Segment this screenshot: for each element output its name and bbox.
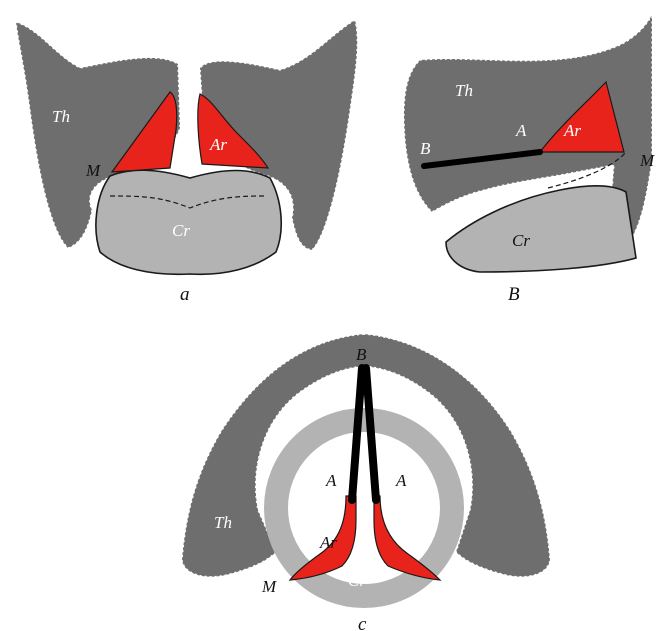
label-m-c: M [261, 577, 277, 596]
panel-c: B A A Th Ar Cr M c [182, 334, 550, 631]
panel-a: Th Ar M Cr a [16, 20, 357, 305]
cricoid-cartilage-b [446, 186, 636, 272]
label-ar-c: Ar [319, 533, 337, 552]
vocal-cord-left-c [352, 368, 362, 500]
label-b-b: B [420, 139, 431, 158]
label-th-b: Th [455, 81, 473, 100]
label-b-c: B [356, 345, 367, 364]
label-ar-b: Ar [563, 121, 581, 140]
caption-a: a [180, 284, 190, 305]
caption-b: B [508, 284, 520, 305]
label-cr-b: Cr [512, 231, 530, 250]
label-m-a: M [85, 161, 101, 180]
label-th-a: Th [52, 107, 70, 126]
label-cr-a: Cr [172, 221, 190, 240]
vocal-cord-right-c [366, 368, 376, 500]
label-m-b: M [639, 151, 655, 170]
label-th-c: Th [214, 513, 232, 532]
label-cr-c: Cr [348, 571, 366, 590]
panel-b: Th Ar A B M Cr B [404, 14, 655, 305]
label-a-left-c: A [325, 471, 337, 490]
caption-c: c [358, 614, 367, 631]
label-a-right-c: A [395, 471, 407, 490]
label-ar-a: Ar [209, 135, 227, 154]
label-a-b: A [515, 121, 527, 140]
